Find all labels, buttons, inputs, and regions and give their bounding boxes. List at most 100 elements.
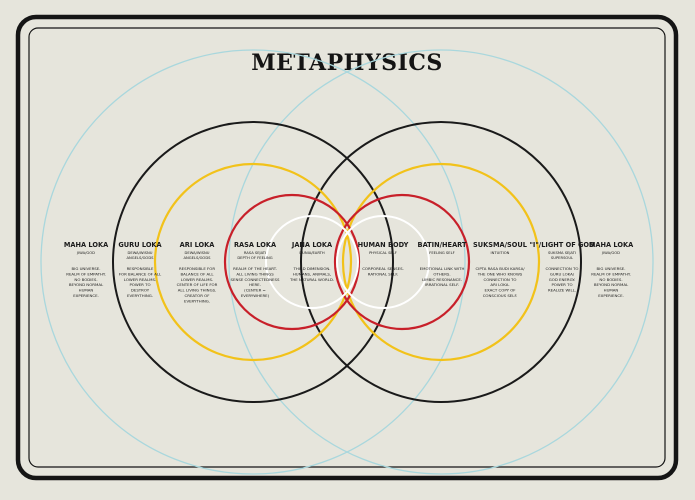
realm-description: NO BODIES. bbox=[599, 277, 622, 282]
realm-description: (CENTER = bbox=[244, 288, 266, 293]
realm-subtitle: DEPTH OF FEELING bbox=[237, 256, 272, 260]
realm-description: GURU LOKA/ bbox=[550, 271, 575, 276]
realm-subtitle: DEWA/WISNU bbox=[128, 251, 153, 255]
realm-description: EMOTIONAL LINK WITH bbox=[420, 266, 465, 271]
ring-white-left bbox=[265, 215, 359, 309]
realm-description: EXPERIENCE. bbox=[73, 293, 99, 298]
realm-description: THE NATURAL WORLD. bbox=[289, 277, 334, 282]
outer-frame bbox=[15, 14, 679, 481]
realm-subtitle: ANGELS/GODS bbox=[183, 256, 211, 260]
ring-red-right bbox=[333, 193, 471, 331]
realm-description: THIRD DIMENSION. bbox=[292, 266, 330, 271]
realm-title: MAHA LOKA bbox=[64, 241, 109, 249]
realm-description: HUMANS, ANIMALS, bbox=[293, 271, 331, 276]
realm-description: RATIONAL SELF. bbox=[368, 271, 399, 276]
realm-label: MAHA LOKA JIWA/GOD BIG UNIVERSE.REALM OF E… bbox=[589, 241, 634, 298]
realm-description: OTHERS. bbox=[433, 271, 450, 276]
realm-description: CORPOREAL SENSES. bbox=[362, 266, 404, 271]
realm-description: POWER TO bbox=[129, 282, 150, 287]
realm-subtitle: PHYSICAL SELF bbox=[369, 251, 397, 255]
realm-description: ARI LOKA. bbox=[490, 282, 509, 287]
realm-title: ARI LOKA bbox=[180, 241, 216, 249]
inner-frame bbox=[28, 27, 666, 468]
realm-subtitle: ANGELS/GODS bbox=[126, 256, 154, 260]
ring-cyan-right bbox=[228, 49, 654, 475]
realm-subtitle: INTUITION bbox=[491, 251, 510, 255]
realm-title: MAHA LOKA bbox=[589, 241, 634, 249]
realm-label: SUKSMA/SOUL INTUITION CIPTA RASA BUDI KARS… bbox=[473, 241, 528, 298]
realm-subtitle: JIWA/GOD bbox=[76, 251, 95, 255]
realm-description: REALM OF THE HEART. bbox=[233, 266, 277, 271]
realm-label: BATIN/HEART FEELING SELF EMOTIONAL LINK WI… bbox=[418, 241, 467, 287]
realm-description: EVERYTHING. bbox=[127, 293, 153, 298]
realm-title: SUKSMA/SOUL bbox=[473, 241, 528, 249]
realm-subtitle: DEWA/WISNU bbox=[185, 251, 210, 255]
realm-description: RESPONSIBLE FOR bbox=[179, 266, 215, 271]
ring-cyan-left bbox=[40, 49, 466, 475]
realm-subtitle: RASA SEJATI bbox=[244, 251, 266, 255]
realm-description: BIG UNIVERSE. bbox=[72, 266, 101, 271]
ring-yellow-left bbox=[153, 162, 353, 362]
ring-black-left bbox=[112, 121, 394, 403]
realm-description: HERE. bbox=[249, 282, 261, 287]
realm-description: POWER TO bbox=[551, 282, 572, 287]
realm-subtitle: JIWA/GOD bbox=[601, 251, 620, 255]
realm-description: DESTROY bbox=[131, 288, 150, 293]
ring-black-right bbox=[300, 121, 582, 403]
realm-description: EVERYTHING. bbox=[184, 298, 210, 303]
realm-description: EXPERIENCE. bbox=[598, 293, 624, 298]
realm-description: IRRATIONAL SELF. bbox=[425, 282, 459, 287]
realm-description: BEYOND NORMAL bbox=[69, 282, 104, 287]
realm-subtitle: SUKSMA SEJATI bbox=[548, 251, 576, 255]
realm-title: RASA LOKA bbox=[234, 241, 277, 249]
realm-description: SENSE CONNECTEDNESS bbox=[231, 277, 280, 282]
realm-description: LIMBIC RESONANCE. bbox=[422, 277, 462, 282]
realm-description: THE ONE WHO KNOWS bbox=[477, 271, 523, 276]
ring-group bbox=[40, 49, 654, 475]
realm-description: ALL LIVING THINGS bbox=[236, 271, 274, 276]
realm-title: JANA LOKA bbox=[291, 241, 333, 249]
realm-title: GURU LOKA bbox=[118, 241, 162, 249]
realm-description: CREATOR OF bbox=[185, 293, 211, 298]
realm-description: CONNECTION TO bbox=[546, 266, 579, 271]
realm-description: BALANCE OF ALL bbox=[180, 271, 214, 276]
realm-description: ALL LIVING THINGS. bbox=[178, 288, 217, 293]
realm-description: FOR BALANCE OF ALL bbox=[119, 271, 162, 276]
realm-description: CENTER OF LIFE FOR bbox=[177, 282, 218, 287]
realm-description: CIPTA RASA BUDI KARSA/ bbox=[475, 266, 525, 271]
realm-description: REALM OF EMPATHY. bbox=[591, 271, 631, 276]
realm-title: BATIN/HEART bbox=[418, 241, 467, 249]
realm-label: MAHA LOKA JIWA/GOD BIG UNIVERSE.REALM OF E… bbox=[64, 241, 109, 298]
realm-description: GOD ENERGY. bbox=[549, 277, 576, 282]
ring-white-right bbox=[336, 215, 430, 309]
realm-description: BIG UNIVERSE. bbox=[597, 266, 626, 271]
realm-description: NO BODIES. bbox=[74, 277, 97, 282]
realm-description: BEYOND NORMAL bbox=[594, 282, 629, 287]
realm-description: LOWER REALMS. bbox=[124, 277, 156, 282]
realm-description: LOWER REALMS. bbox=[181, 277, 213, 282]
realm-description: EXACT COPY OF bbox=[485, 288, 517, 293]
realm-description: REALIZE WILL. bbox=[548, 288, 576, 293]
realm-label: JANA LOKA DUNIA/EARTH THIRD DIMENSION.HUMA… bbox=[289, 241, 334, 282]
realm-description: CONSCIOUS SELF. bbox=[483, 293, 518, 298]
realm-description: RESPONSIBLE bbox=[127, 266, 154, 271]
realm-subtitle: DUNIA/EARTH bbox=[299, 251, 325, 255]
realm-description: REALM OF EMPATHY. bbox=[66, 271, 106, 276]
ring-yellow-right bbox=[341, 162, 541, 362]
realm-description: HUMAN bbox=[79, 288, 94, 293]
realm-subtitle: FEELING SELF bbox=[429, 251, 455, 255]
realm-description: HUMAN bbox=[604, 288, 619, 293]
realm-subtitle: SUPERSOUL bbox=[551, 256, 574, 260]
realm-description: EVERYWHERE) bbox=[241, 293, 270, 298]
realm-description: CONNECTION TO bbox=[484, 277, 517, 282]
realm-title: HUMAN BODY bbox=[358, 241, 409, 249]
realm-label: HUMAN BODY PHYSICAL SELF CORPOREAL SENSES.… bbox=[358, 241, 409, 276]
realm-title: "I"/LIGHT OF GOD bbox=[529, 241, 595, 249]
